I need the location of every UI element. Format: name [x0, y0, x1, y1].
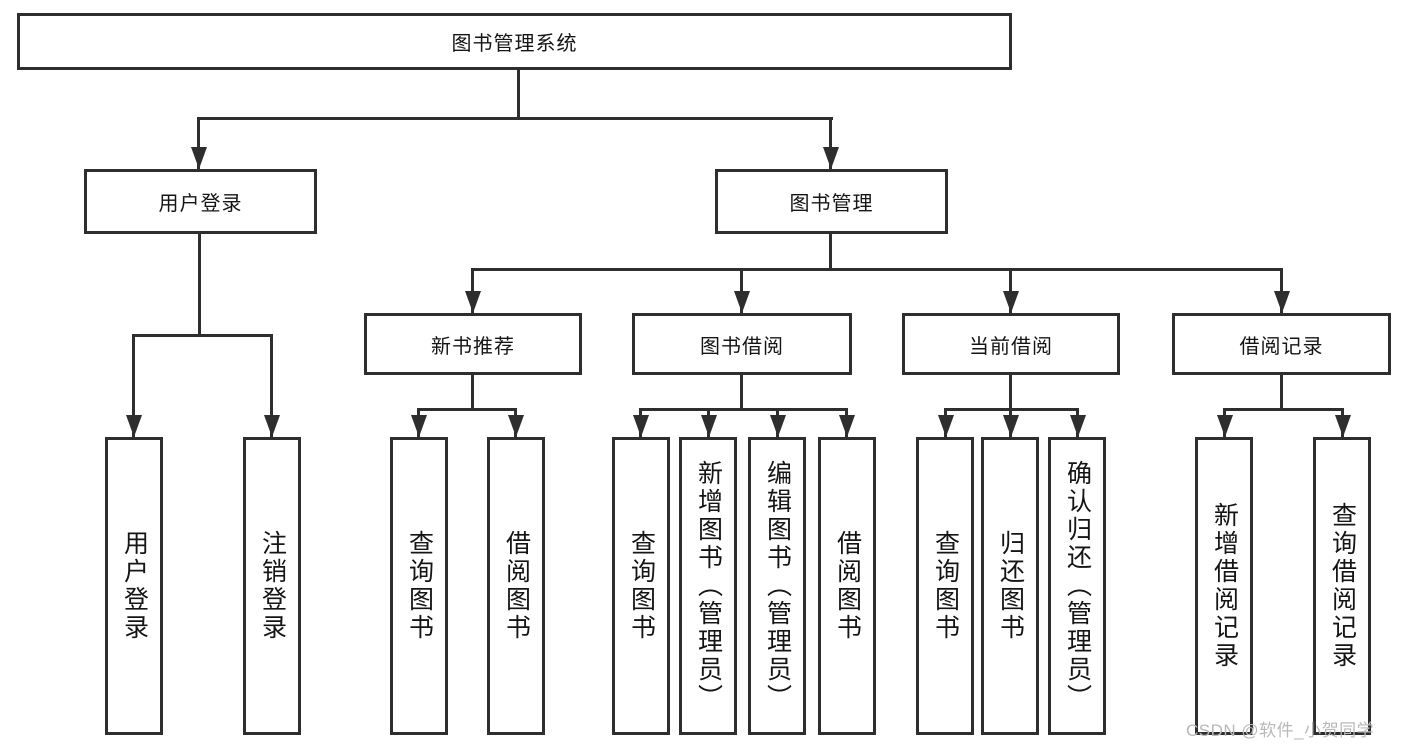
connector-book-mgmt-stem	[829, 234, 832, 270]
arrowhead-leaf-login	[126, 415, 142, 437]
arrowhead-rc-query	[1335, 415, 1351, 437]
arrowhead-bw-query	[633, 415, 649, 437]
connector-current-borrow-stem	[1009, 375, 1012, 410]
leaf-book-borrow-add-admin: 新增图书（管理员）	[679, 437, 737, 735]
connector-level1-rail	[197, 117, 833, 120]
node-current-borrow: 当前借阅	[902, 313, 1120, 375]
connector-to-book-mgmt	[829, 117, 832, 169]
connector-user-login-rail	[132, 334, 273, 337]
leaf-records-query: 查询借阅记录	[1313, 437, 1371, 735]
leaf-new-books-query: 查询图书	[390, 437, 448, 735]
arrowhead-user-login	[191, 147, 207, 169]
connector-to-leaf-logout	[270, 334, 273, 437]
arrowhead-nb-borrow	[508, 415, 524, 437]
connector-to-book-borrow	[740, 268, 743, 313]
leaf-current-borrow-query: 查询图书	[916, 437, 974, 735]
arrowhead-leaf-logout	[264, 415, 280, 437]
arrowhead-current-borrow	[1003, 291, 1019, 313]
arrowhead-cb-return	[1003, 415, 1019, 437]
arrowhead-bw-add	[701, 415, 717, 437]
connector-to-new-books	[471, 268, 474, 313]
connector-borrow-records-rail	[1223, 408, 1344, 411]
node-borrow-records: 借阅记录	[1172, 313, 1391, 375]
node-book-borrow: 图书借阅	[632, 313, 852, 375]
arrowhead-book-borrow	[734, 291, 750, 313]
leaf-book-borrow-query: 查询图书	[612, 437, 670, 735]
connector-to-current-borrow	[1009, 268, 1012, 313]
leaf-logout: 注销登录	[243, 437, 301, 735]
leaf-current-borrow-confirm-admin: 确认归还（管理员）	[1048, 437, 1106, 735]
connector-book-borrow-rail	[639, 408, 848, 411]
leaf-new-books-borrow: 借阅图书	[487, 437, 545, 735]
leaf-user-login: 用户登录	[105, 437, 163, 735]
csdn-watermark: CSDN @软件_小贺同学	[1186, 721, 1375, 740]
connector-user-login-stem	[198, 234, 201, 337]
connector-root-stem	[517, 69, 520, 120]
node-root-library-system: 图书管理系统	[17, 13, 1012, 70]
connector-new-books-stem	[471, 375, 474, 410]
arrowhead-new-books	[465, 291, 481, 313]
arrowhead-book-mgmt	[823, 147, 839, 169]
connector-to-user-login	[197, 117, 200, 169]
arrowhead-bw-borrow	[839, 415, 855, 437]
arrowhead-nb-query	[411, 415, 427, 437]
leaf-book-borrow-edit-admin: 编辑图书（管理员）	[748, 437, 806, 735]
arrowhead-borrow-records	[1274, 291, 1290, 313]
connector-borrow-records-stem	[1280, 375, 1283, 410]
arrowhead-bw-edit	[770, 415, 786, 437]
arrowhead-rc-add	[1217, 415, 1233, 437]
leaf-current-borrow-return: 归还图书	[981, 437, 1039, 735]
arrowhead-cb-query	[938, 415, 954, 437]
node-user-login: 用户登录	[84, 169, 317, 234]
node-book-mgmt: 图书管理	[715, 169, 948, 234]
arrowhead-cb-confirm	[1070, 415, 1086, 437]
connector-book-borrow-stem	[740, 375, 743, 410]
leaf-book-borrow-borrow: 借阅图书	[818, 437, 876, 735]
connector-new-books-rail	[417, 408, 517, 411]
leaf-records-add: 新增借阅记录	[1195, 437, 1253, 735]
connector-to-borrow-records	[1280, 268, 1283, 313]
connector-level2-rail	[471, 268, 1283, 271]
connector-to-leaf-login	[132, 334, 135, 437]
node-new-books: 新书推荐	[364, 313, 582, 375]
